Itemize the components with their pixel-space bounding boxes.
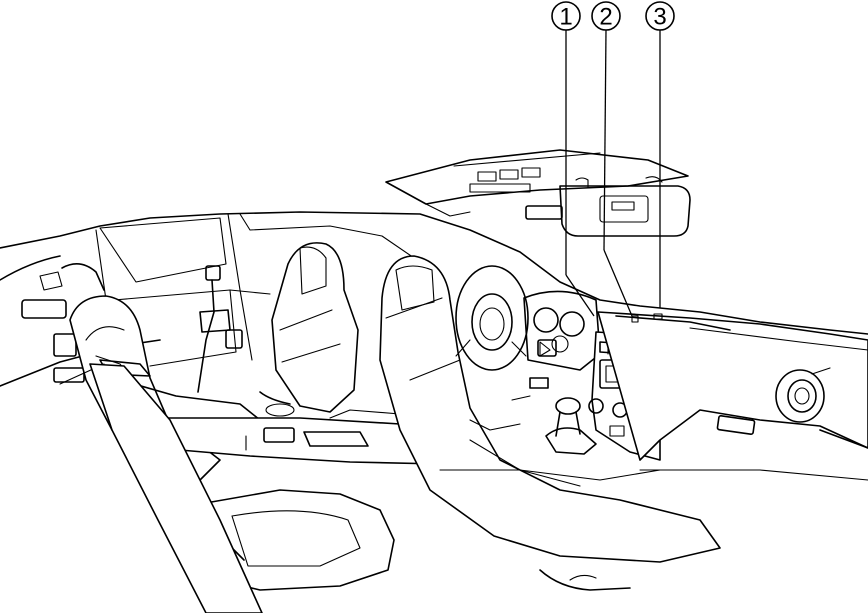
glove-box-latch	[716, 415, 756, 435]
passenger-air-vent	[775, 367, 831, 423]
floor-trim	[439, 395, 661, 481]
callout-3-label: 3	[653, 4, 666, 31]
callout-1-label: 1	[559, 4, 572, 31]
seat-rear-passenger	[259, 242, 359, 417]
overhead-console	[385, 149, 689, 217]
rearview-mirror	[525, 205, 563, 220]
b-pillar-seat-belt	[197, 265, 243, 393]
gear-shifter	[545, 397, 597, 455]
dashboard	[597, 311, 868, 461]
callout-1: 1	[551, 1, 581, 31]
callout-2-label: 2	[599, 4, 612, 31]
center-console	[149, 409, 481, 465]
speaker-marker	[631, 315, 639, 323]
leader-2	[603, 29, 607, 251]
sun-visor	[559, 176, 691, 237]
steering-wheel	[455, 265, 529, 371]
callout-leaders	[565, 29, 661, 317]
foreground-pillar	[89, 363, 263, 613]
passenger-door	[639, 429, 868, 481]
callout-2: 2	[591, 1, 621, 31]
instrument-cluster	[523, 290, 601, 389]
callout-3: 3	[645, 1, 675, 31]
